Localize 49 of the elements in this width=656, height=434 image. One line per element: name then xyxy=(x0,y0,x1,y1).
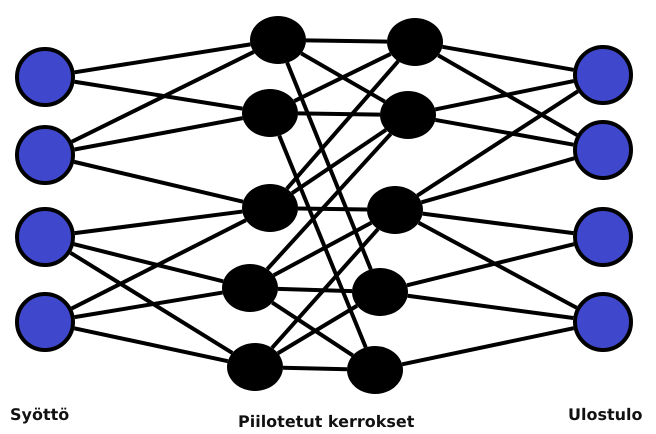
hidden-neuron xyxy=(347,346,403,394)
connection-line xyxy=(306,38,388,44)
hidden-neuron xyxy=(250,16,306,64)
connection-line xyxy=(74,210,243,236)
connection-line xyxy=(442,44,574,72)
connection-line xyxy=(406,242,574,288)
connection-line xyxy=(285,62,373,270)
layer-label: Ulostulo xyxy=(568,405,643,424)
connection-line xyxy=(416,90,579,198)
connection-line xyxy=(290,128,388,195)
layer-label: Piilotetut kerrokset xyxy=(238,412,414,431)
connection-line xyxy=(272,221,372,277)
hidden-neuron xyxy=(352,268,408,316)
connection-line xyxy=(278,286,352,294)
connection-line xyxy=(74,42,251,74)
connection-line xyxy=(402,326,574,366)
hidden-neuron xyxy=(387,18,443,66)
connection-line xyxy=(69,251,234,355)
connection-line xyxy=(298,111,380,117)
connection-line xyxy=(434,79,574,112)
connection-line xyxy=(74,242,224,284)
connection-line xyxy=(418,221,578,310)
connection-line xyxy=(407,294,574,320)
connection-line xyxy=(282,366,348,372)
connection-line xyxy=(422,212,574,236)
connection-line xyxy=(437,54,578,137)
connection-line xyxy=(266,132,392,270)
connection-line xyxy=(74,326,228,364)
hidden-neuron xyxy=(242,184,298,232)
hidden-neuron xyxy=(222,264,278,312)
hidden-neuron xyxy=(227,343,283,391)
connection-line xyxy=(285,60,400,190)
connection-line xyxy=(277,134,368,348)
connection-line xyxy=(420,156,575,204)
hidden-neuron xyxy=(242,89,298,137)
connection-line xyxy=(276,304,358,355)
layer-label: Syöttö xyxy=(10,405,70,424)
connection-line xyxy=(74,116,243,152)
connection-line xyxy=(71,50,255,144)
connection-line xyxy=(435,118,574,147)
connection-line xyxy=(270,228,380,350)
connection-line xyxy=(271,300,354,358)
hidden-neuron xyxy=(380,91,436,139)
connection-line xyxy=(74,160,244,204)
connection-line xyxy=(74,80,243,111)
connection-line xyxy=(74,290,223,320)
connection-line xyxy=(298,206,368,212)
connection-line xyxy=(70,218,247,310)
hidden-neuron xyxy=(367,186,423,234)
